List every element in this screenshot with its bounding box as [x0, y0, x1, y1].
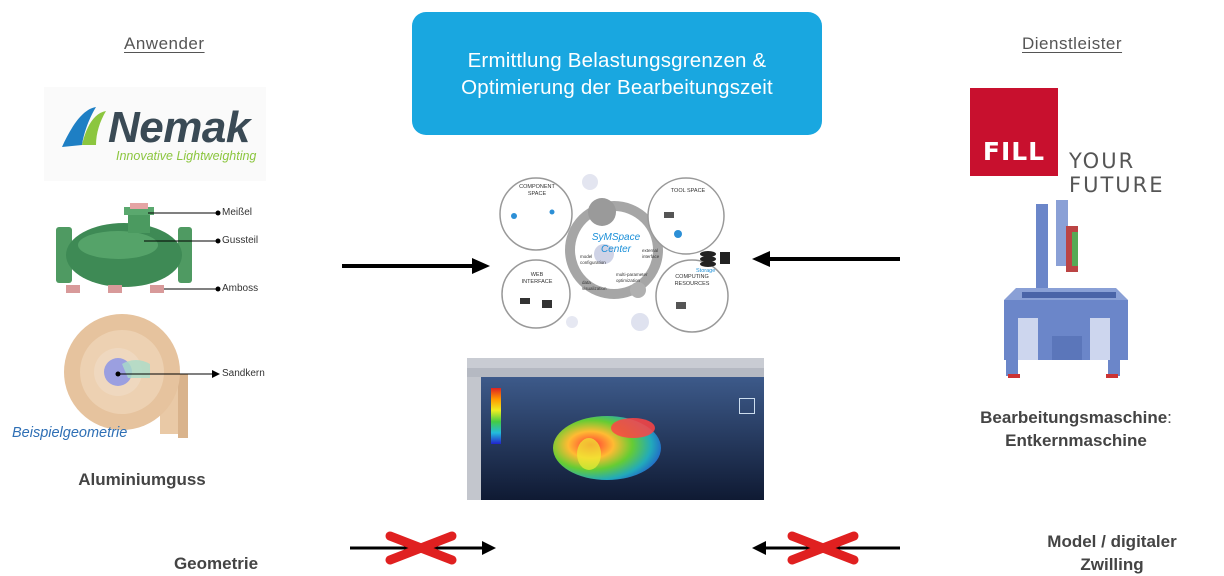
web-interface-line-1: WEB: [530, 272, 544, 278]
machine-caption-line-2: Entkernmaschine: [1005, 431, 1147, 450]
fem-color-legend: [491, 388, 501, 444]
symspace-diagram: SyMSpace Center COMPONENT SPACE TOOL SPA…: [492, 172, 734, 340]
label-gussteil: Gussteil: [222, 235, 259, 246]
model-configuration-label: model configuration: [580, 254, 606, 265]
digital-twin-line-1: Model / digitaler: [1047, 532, 1177, 551]
example-geometry-label: Beispielgeometrie: [12, 425, 128, 441]
tool-space-label: TOOL SPACE: [670, 188, 706, 194]
arrow-provider-to-center: [752, 251, 900, 267]
optimization-label: multi-parameter optimization: [616, 272, 648, 283]
nemak-logo: Nemak Innovative Lightweighting: [44, 87, 266, 181]
fem-menubar: [467, 358, 764, 368]
fem-axis-triad: [739, 398, 755, 414]
component-space-line-1: COMPONENT: [519, 184, 555, 190]
storage-label: Storage: [696, 268, 716, 274]
data-visualization-label: data visualization: [582, 280, 607, 291]
arrow-user-to-center: [342, 258, 490, 274]
fill-slogan: YOUR FUTURE: [1069, 149, 1165, 197]
symspace-center-line-2: Center: [600, 244, 631, 255]
component-space-line-2: SPACE: [527, 191, 547, 197]
computing-resources-line-1: COMPUTING: [675, 274, 709, 280]
symspace-center-label: SyMSpace Center: [578, 232, 654, 256]
symspace-center-line-1: SyMSpace: [591, 232, 641, 243]
machine-caption: Bearbeitungsmaschine: Entkernmaschine: [958, 406, 1194, 452]
component-space-label: COMPONENT SPACE: [514, 184, 560, 198]
fem-result-mesh: [553, 416, 661, 480]
provider-heading: Dienstleister: [1022, 34, 1123, 53]
user-heading: Anwender: [124, 34, 205, 53]
label-amboss: Amboss: [222, 283, 259, 294]
title-line-1: Ermittlung Belastungsgrenzen &: [467, 48, 767, 72]
digital-twin-label: Model / digitaler Zwilling: [1018, 530, 1206, 576]
label-meissel: Meißel: [222, 207, 253, 218]
aluminium-caption: Aluminiumguss: [78, 470, 206, 489]
digital-twin-line-2: Zwilling: [1080, 555, 1144, 574]
computing-resources-label: COMPUTING RESOURCES: [668, 274, 716, 288]
fem-side-toolbar: [467, 377, 481, 500]
geometry-label: Geometrie: [173, 554, 259, 573]
fill-wordmark: FILL: [982, 136, 1046, 166]
decoring-machine-illustration: [996, 196, 1132, 390]
red-cross-icon: [385, 531, 457, 565]
sandcore-illustration: Sandkern: [56, 312, 268, 440]
external-interface-label: external interface: [642, 248, 660, 259]
fem-simulation-screenshot: [467, 358, 764, 500]
machine-caption-colon: :: [1167, 408, 1172, 427]
fill-logo: FILL: [970, 88, 1058, 176]
fem-toolbar: [467, 368, 764, 377]
computing-resources-line-2: RESOURCES: [674, 281, 710, 287]
crossed-arrow-left: [350, 531, 496, 565]
title-line-2: Optimierung der Bearbeitungszeit: [461, 75, 773, 99]
machine-caption-line-1: Bearbeitungsmaschine:: [958, 406, 1194, 429]
title-box: Ermittlung Belastungsgrenzen & Optimieru…: [412, 12, 822, 135]
nemak-swoosh-icon: [62, 107, 106, 147]
web-interface-label: WEB INTERFACE: [514, 272, 560, 286]
machine-type: Bearbeitungsmaschine: [980, 408, 1168, 427]
casting-illustration: Meißel Gussteil Amboss: [52, 197, 262, 301]
label-sandkern: Sandkern: [222, 368, 265, 379]
nemak-tagline: Innovative Lightweighting: [116, 149, 257, 163]
nemak-wordmark: Nemak: [108, 103, 250, 152]
web-interface-line-2: INTERFACE: [521, 279, 553, 285]
crossed-arrow-right: [752, 531, 900, 565]
red-cross-icon: [787, 531, 859, 565]
